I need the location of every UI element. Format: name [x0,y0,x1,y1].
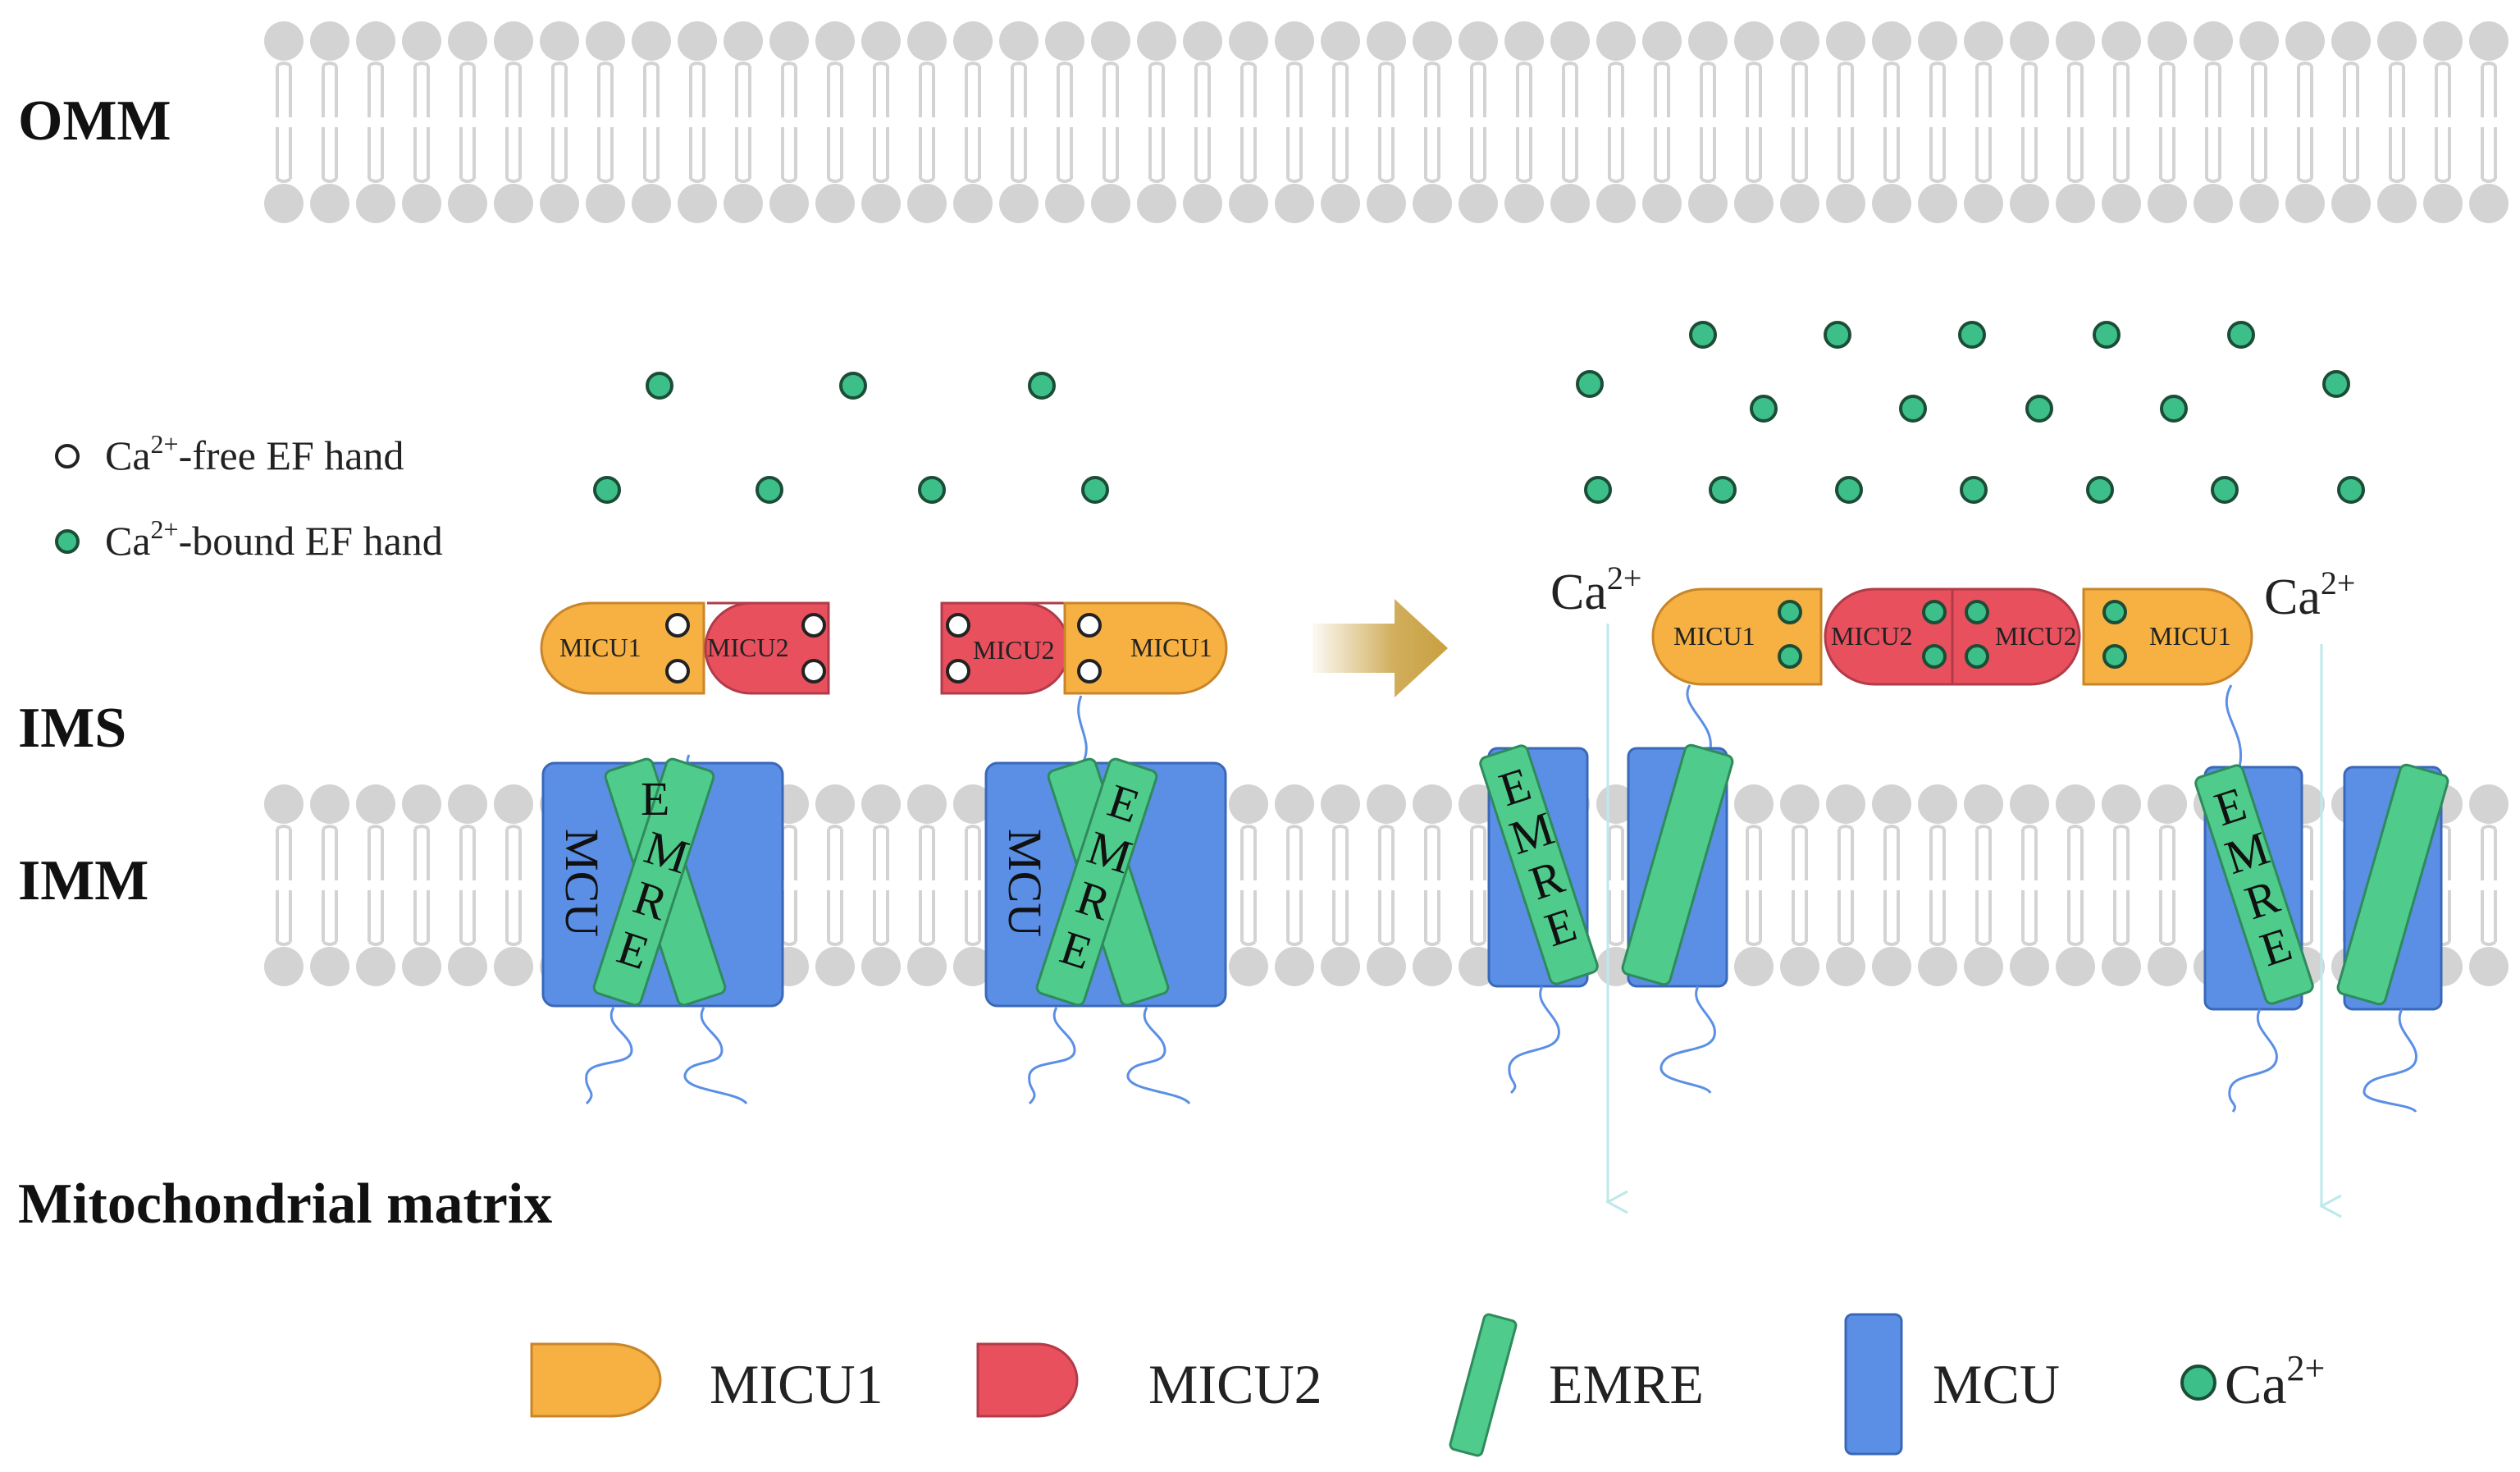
ca-bound-ef-hand-icon [1922,644,1947,669]
calcium-ion-icon [1081,476,1109,504]
calcium-ion-icon [918,476,946,504]
emre-subunit: E M R E [1479,744,1599,985]
calcium-ion-icon [1958,321,1986,349]
emre-subunit [2336,763,2449,1006]
ca-bound-ef-hand-icon [2102,600,2127,624]
calcium-ion-icon [2211,476,2239,504]
calcium-ion-icon [1576,370,1604,398]
mcu-legend-icon [1844,1313,1903,1456]
ca-bound-ef-hand-icon [2102,644,2127,669]
uniporter-complex-closed-1: MCU E M R E MICU1 MICU2 [540,601,830,1105]
ca-free-ef-hand-icon [801,659,826,683]
calcium-ion-icon [2227,321,2255,349]
calcium-ion-icon [839,372,867,400]
ca-bound-ef-hand-icon [1965,600,1989,624]
calcium-ion-icon [1899,395,1927,423]
micu2-label: MICU2 [973,635,1055,665]
ca-free-ef-hand-icon [665,659,690,683]
calcium-ion-icon [1835,476,1863,504]
micu2-protein [1824,587,1954,686]
calcium-ion-icon [1028,372,1056,400]
ca-free-ef-hand-icon [55,444,80,469]
ca-free-ef-hand-icon [946,659,970,683]
calcium-flux-label: Ca2+ [1550,560,1641,620]
calcium-ion-icon [756,476,783,504]
micu1-protein [540,601,705,695]
legend-micu2-label: MICU2 [1148,1353,1322,1415]
ca-free-ef-hand-icon [801,613,826,638]
matrix-label: Mitochondrial matrix [18,1173,552,1236]
micu2-label: MICU2 [1831,621,1913,651]
calcium-ion-icon [1824,321,1851,349]
ims-calcium-ions [593,321,2365,504]
ims-label: IMS [18,697,126,760]
outer-mitochondrial-membrane [264,21,2509,223]
legend-micu1-label: MICU1 [710,1353,883,1415]
micu1-label: MICU1 [2149,621,2231,651]
micu1-legend-icon [530,1342,662,1418]
calcium-ion-icon [1584,476,1612,504]
emre-subunit: E M R E [592,757,715,1007]
calcium-ion-icon [2160,395,2188,423]
calcium-ion-icon [1960,476,1988,504]
calcium-ion-icon [2086,476,2114,504]
emre-subunit [1621,743,1734,986]
ca-free-ef-hand-label: Ca2+-free EF hand [105,429,404,478]
component-legend: MICU1 MICU2 EMRE MCU Ca2+ [530,1313,2325,1457]
uniporter-complex-open: Ca2+ Ca2+ E M R E E M R E [1479,560,2449,1218]
mcu-label: MCU [998,829,1052,937]
micu2-label: MICU2 [1995,621,2077,651]
ca-bound-ef-hand-icon [1778,644,1802,669]
ca-free-ef-hand-icon [1077,613,1102,638]
calcium-ion-icon [2337,476,2365,504]
ca-bound-ef-hand-icon [55,529,80,554]
ca-free-ef-hand-icon [665,613,690,638]
ca-free-ef-hand-icon [1077,659,1102,683]
calcium-ion-icon [593,476,621,504]
ca-bound-ef-hand-icon [1965,644,1989,669]
calcium-ion-icon [1750,395,1778,423]
micu1-label: MICU1 [1673,621,1755,651]
micu2-protein [704,601,830,695]
calcium-ion-icon [1709,476,1737,504]
mcu-label: MCU [555,829,609,937]
calcium-ion-icon [2322,370,2350,398]
micu2-legend-icon [976,1342,1079,1418]
calcium-flux-label: Ca2+ [2264,565,2355,625]
legend-calcium-label: Ca2+ [2225,1348,2325,1415]
legend-emre-label: EMRE [1549,1353,1704,1415]
uniporter-complex-closed-2: MCU E M R E MICU2 MICU1 [940,601,1228,1105]
ca-bound-ef-hand-icon [1922,600,1947,624]
micu1-label: MICU1 [559,633,641,662]
ef-hand-legend: Ca2+-free EF hand Ca2+-bound EF hand [55,429,443,564]
micu2-label: MICU2 [707,633,789,662]
emre-legend-icon [1449,1313,1518,1457]
legend-mcu-label: MCU [1933,1353,2060,1415]
imm-label: IMM [18,849,148,912]
ca-bound-ef-hand-label: Ca2+-bound EF hand [105,514,443,564]
calcium-ion-icon [2025,395,2053,423]
ca-free-ef-hand-icon [946,613,970,638]
micu1-protein [1063,601,1228,695]
calcium-ion-icon [2093,321,2121,349]
calcium-ion-icon [646,372,673,400]
svg-text:E: E [641,772,669,825]
calcium-ion-icon [1689,321,1717,349]
micu1-label: MICU1 [1130,633,1212,662]
omm-label: OMM [18,89,171,153]
calcium-legend-icon [2180,1365,2216,1401]
ca-bound-ef-hand-icon [1778,600,1802,624]
activation-arrow [1312,599,1448,697]
